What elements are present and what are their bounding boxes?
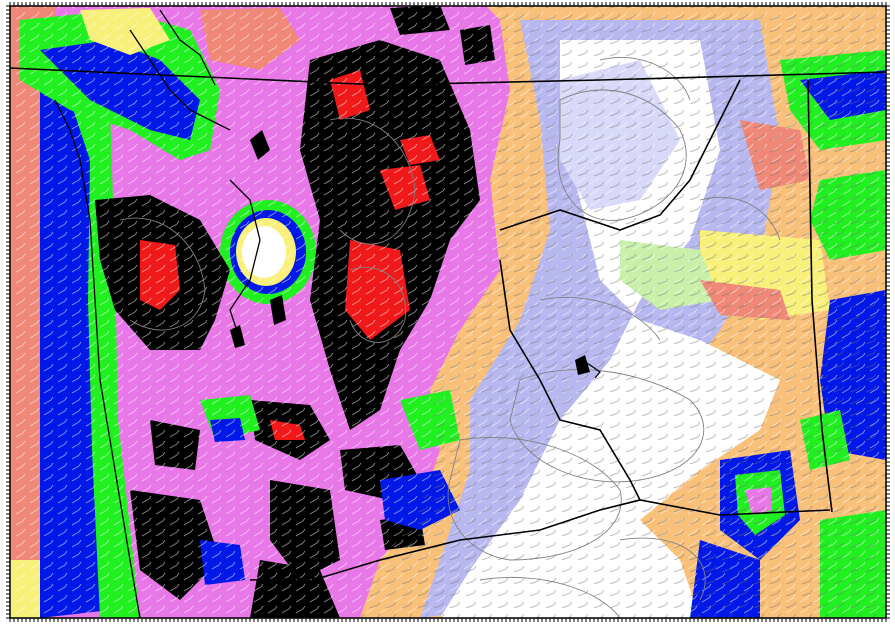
state-borders [10,67,886,581]
precip-contours [119,56,781,618]
map-frame [9,5,887,619]
interior-border-1 [499,79,741,231]
tick-frame [6,2,890,622]
interior-border-2 [499,259,641,501]
canada-border [10,67,886,86]
puget-islands [230,130,590,375]
oregon-border [249,499,831,581]
coastline [54,9,601,618]
wind-barbs-dark [360,6,886,618]
idaho-border [807,79,833,513]
